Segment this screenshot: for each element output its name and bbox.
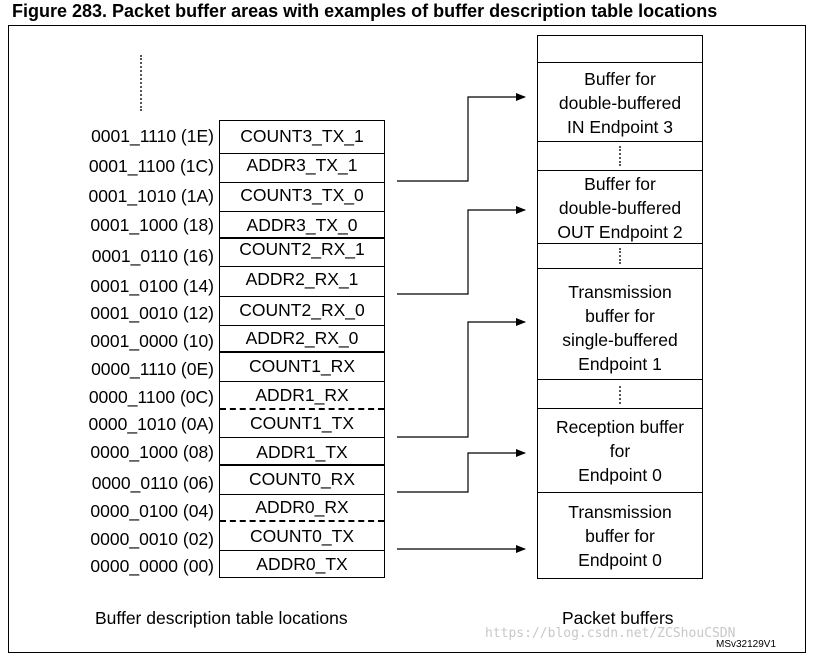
table-cell: COUNT3_TX_0 bbox=[240, 185, 364, 205]
address-label: 0000_0000 (00) bbox=[90, 556, 214, 576]
continuation-dots-left bbox=[140, 55, 144, 111]
packet-divider bbox=[538, 243, 702, 244]
gap-dots bbox=[619, 146, 621, 166]
address-label: 0000_0110 (06) bbox=[91, 473, 214, 493]
table-divider-thick bbox=[220, 351, 384, 353]
packet-buffer-line: Endpoint 0 bbox=[578, 550, 662, 570]
table-cell: ADDR2_RX_0 bbox=[245, 328, 359, 348]
packet-buffer-tx-ep1: Transmission buffer for single-buffered … bbox=[538, 280, 702, 376]
packet-buffer-tx-ep0: Transmission buffer for Endpoint 0 bbox=[538, 500, 702, 572]
caption-packet-buffers: Packet buffers bbox=[562, 608, 674, 628]
packet-divider bbox=[538, 492, 702, 493]
table-cell: COUNT2_RX_1 bbox=[239, 239, 365, 259]
caption-table-locations: Buffer description table locations bbox=[95, 608, 348, 628]
address-label: 0000_1100 (0C) bbox=[88, 387, 214, 407]
address-label: 0001_0000 (10) bbox=[90, 331, 214, 351]
packet-buffer-line: double-buffered bbox=[558, 93, 682, 113]
packet-buffer-line: for bbox=[609, 441, 631, 461]
table-divider bbox=[220, 550, 384, 551]
arrow-ep2-out bbox=[397, 206, 526, 295]
arrow-ep0-rx bbox=[397, 449, 526, 493]
packet-divider bbox=[538, 379, 702, 380]
arrow-ep3-in bbox=[397, 93, 526, 182]
address-label: 0001_0110 (16) bbox=[91, 246, 214, 266]
table-divider bbox=[220, 153, 384, 154]
packet-buffer-line: double-buffered bbox=[558, 198, 682, 218]
table-cell: COUNT0_TX bbox=[249, 526, 355, 546]
packet-divider bbox=[538, 62, 702, 63]
packet-buffer-line: single-buffered bbox=[562, 330, 678, 350]
figure-title: Figure 283. Packet buffer areas with exa… bbox=[12, 1, 718, 21]
table-divider bbox=[220, 494, 384, 495]
address-label: 0000_1000 (08) bbox=[90, 442, 214, 462]
packet-buffers-column: Buffer for double-buffered IN Endpoint 3… bbox=[537, 35, 703, 579]
packet-buffer-line: Endpoint 1 bbox=[578, 354, 662, 374]
address-label: 0001_1000 (18) bbox=[90, 215, 214, 235]
table-cell: ADDR3_TX_0 bbox=[246, 215, 358, 235]
packet-divider bbox=[538, 268, 702, 269]
buffer-description-table: COUNT3_TX_1 ADDR3_TX_1 COUNT3_TX_0 ADDR3… bbox=[219, 120, 385, 578]
packet-buffer-line: buffer for bbox=[585, 306, 655, 326]
table-cell: ADDR0_TX bbox=[256, 554, 348, 574]
table-cell: ADDR0_RX bbox=[255, 497, 349, 517]
packet-buffer-out-ep2: Buffer for double-buffered OUT Endpoint … bbox=[538, 172, 702, 244]
address-label: 0000_0100 (04) bbox=[90, 501, 214, 521]
gap-dots bbox=[619, 386, 621, 404]
address-label: 0001_0010 (12) bbox=[90, 303, 214, 323]
packet-buffer-line: Buffer for bbox=[584, 174, 656, 194]
packet-buffer-line: Endpoint 0 bbox=[578, 465, 662, 485]
table-cell: COUNT2_RX_0 bbox=[239, 300, 365, 320]
packet-divider bbox=[538, 141, 702, 142]
table-divider bbox=[220, 266, 384, 267]
address-label: 0000_1010 (0A) bbox=[88, 414, 214, 434]
table-divider bbox=[220, 182, 384, 183]
table-cell: ADDR1_TX bbox=[256, 442, 348, 462]
packet-buffer-line: Transmission bbox=[568, 282, 672, 302]
figure-code: MSv32129V1 bbox=[716, 639, 777, 650]
packet-buffer-line: buffer for bbox=[585, 526, 655, 546]
watermark: https://blog.csdn.net/ZCShouCSDN bbox=[485, 626, 736, 641]
figure-frame bbox=[8, 25, 806, 653]
packet-buffer-line: Transmission bbox=[568, 502, 672, 522]
address-label: 0001_1010 (1A) bbox=[88, 186, 214, 206]
table-divider bbox=[220, 211, 384, 212]
table-cell: ADDR3_TX_1 bbox=[246, 155, 358, 175]
table-divider bbox=[220, 437, 384, 438]
address-label: 0001_0100 (14) bbox=[90, 276, 214, 296]
packet-buffer-line: Buffer for bbox=[584, 69, 656, 89]
packet-buffer-rx-ep0: Reception buffer for Endpoint 0 bbox=[538, 415, 702, 487]
arrow-ep1-tx bbox=[397, 318, 526, 438]
table-divider-thick bbox=[220, 237, 384, 239]
packet-buffer-line: Reception buffer bbox=[555, 417, 685, 437]
packet-buffer-line: OUT Endpoint 2 bbox=[557, 222, 683, 242]
table-divider bbox=[220, 325, 384, 326]
packet-buffer-in-ep3: Buffer for double-buffered IN Endpoint 3 bbox=[538, 67, 702, 139]
address-label: 0001_1110 (1E) bbox=[91, 126, 214, 146]
table-divider bbox=[220, 296, 384, 297]
packet-buffer-line: IN Endpoint 3 bbox=[566, 117, 674, 137]
address-label: 0001_1100 (1C) bbox=[88, 156, 214, 176]
address-label: 0000_1110 (0E) bbox=[91, 359, 214, 379]
table-cell: COUNT0_RX bbox=[249, 469, 355, 489]
table-divider-dashed bbox=[220, 520, 384, 522]
table-divider-dashed bbox=[220, 408, 384, 410]
packet-divider bbox=[538, 408, 702, 409]
table-cell: COUNT1_RX bbox=[249, 356, 355, 376]
table-cell: ADDR2_RX_1 bbox=[245, 269, 359, 289]
address-label: 0000_0010 (02) bbox=[90, 529, 214, 549]
packet-divider bbox=[538, 170, 702, 171]
table-cell: COUNT1_TX bbox=[249, 413, 355, 433]
gap-dots bbox=[619, 248, 621, 264]
table-divider bbox=[220, 381, 384, 382]
table-divider-thick bbox=[220, 464, 384, 466]
table-cell: COUNT3_TX_1 bbox=[240, 126, 364, 146]
table-cell: ADDR1_RX bbox=[255, 385, 349, 405]
